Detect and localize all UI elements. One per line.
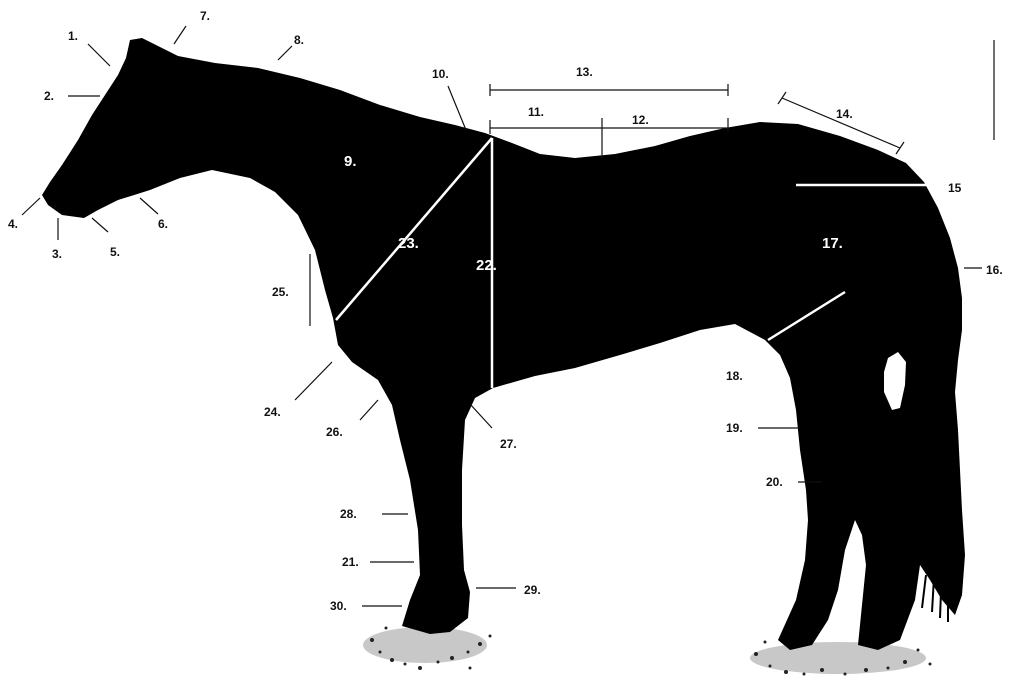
label-6: 6. bbox=[158, 217, 168, 231]
label-24: 24. bbox=[264, 405, 281, 419]
label-8: 8. bbox=[294, 33, 304, 47]
label-2: 2. bbox=[44, 89, 54, 103]
label-5: 5. bbox=[110, 245, 120, 259]
label-3: 3. bbox=[52, 247, 62, 261]
label-18: 18. bbox=[726, 369, 743, 383]
label-26: 26. bbox=[326, 425, 343, 439]
label-1: 1. bbox=[68, 29, 78, 43]
label-15: 15 bbox=[948, 181, 962, 195]
label-27: 27. bbox=[500, 437, 517, 451]
label-7: 7. bbox=[200, 9, 210, 23]
label-23: 23. bbox=[398, 235, 419, 252]
label-29: 29. bbox=[524, 583, 541, 597]
label-19: 19. bbox=[726, 421, 743, 435]
label-12: 12. bbox=[632, 113, 649, 127]
ground-shadow-hind bbox=[750, 641, 932, 676]
label-4: 4. bbox=[8, 217, 18, 231]
label-10: 10. bbox=[432, 67, 449, 81]
label-17: 17. bbox=[822, 235, 843, 252]
label-30: 30. bbox=[330, 599, 347, 613]
label-21: 21. bbox=[342, 555, 359, 569]
horse-silhouette bbox=[42, 38, 965, 650]
label-11: 11. bbox=[528, 105, 544, 119]
label-20: 20. bbox=[766, 475, 783, 489]
label-28: 28. bbox=[340, 507, 357, 521]
label-9: 9. bbox=[344, 153, 357, 170]
label-25: 25. bbox=[272, 285, 289, 299]
label-22: 22. bbox=[476, 257, 497, 274]
label-14: 14. bbox=[836, 107, 853, 121]
label-16: 16. bbox=[986, 263, 1003, 277]
label-13: 13. bbox=[576, 65, 593, 79]
